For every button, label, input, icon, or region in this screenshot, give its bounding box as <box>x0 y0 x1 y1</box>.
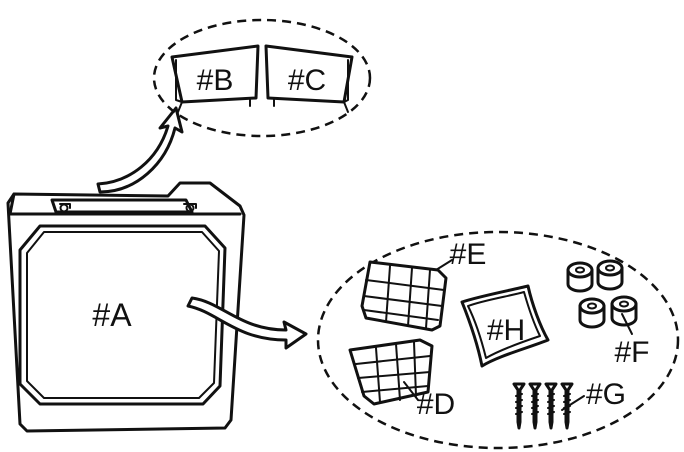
label-c: #C <box>288 64 326 97</box>
parts-group-bc <box>152 18 372 138</box>
label-e: #E <box>450 238 487 271</box>
foam-pad-icon: #H <box>460 284 550 368</box>
label-b: #B <box>197 64 234 97</box>
panel-icon: #B <box>170 44 260 113</box>
curved-arrow-icon <box>96 106 184 194</box>
rubber-foot-icon: #F <box>566 259 650 369</box>
label-a: #A <box>92 297 132 333</box>
panel-icon: #C <box>264 44 354 113</box>
filter-grid-icon: #E <box>360 238 487 332</box>
curved-arrow-icon <box>186 296 308 350</box>
label-g: #G <box>586 378 626 411</box>
label-d: #D <box>417 388 455 421</box>
screw-icon: #G <box>512 378 626 430</box>
label-f: #F <box>614 336 649 369</box>
parts-group-defgh <box>316 230 680 450</box>
filter-grid-icon: #D <box>348 338 455 421</box>
box-icon: #A <box>6 181 246 433</box>
label-h: #H <box>487 314 525 347</box>
